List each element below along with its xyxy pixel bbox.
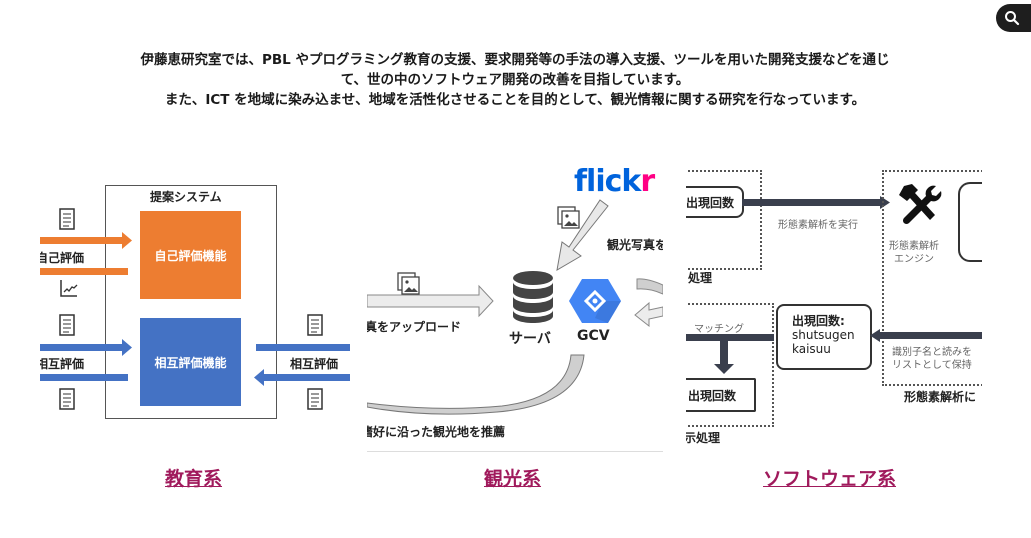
self-eval-function-label: 自己評価機能	[154, 248, 227, 263]
photo-label: 観光写真を	[607, 238, 663, 252]
run-analysis-label: 形態素解析を実行	[778, 220, 858, 231]
extraction-group-frame	[686, 170, 762, 270]
mutual-eval-arrow-in	[40, 344, 122, 351]
intro-line-2: て、世の中のソフトウェア開発の改善を目指しています。	[340, 72, 690, 88]
category-link-education[interactable]: 教育系	[165, 468, 223, 490]
self-eval-arrow-in	[40, 237, 122, 244]
keep-list-label: 識別子名と読みを リストとして保持	[892, 347, 972, 371]
count-box-top: 出現回数	[686, 186, 744, 218]
photo-icon	[397, 272, 420, 295]
intro-line-1: 伊藤恵研究室では、PBL やプログラミング教育の支援、要求開発等の手法の導入支援…	[140, 52, 890, 68]
analysis-group-frame	[882, 170, 982, 386]
self-eval-function-box: 自己評価機能	[140, 211, 241, 299]
arrowhead-icon	[122, 232, 132, 249]
education-diagram: 提案システム 自己評価機能 相互評価機能 自己評価 相互評価 相互評価	[40, 160, 350, 455]
category-link-software[interactable]: ソフトウェア系	[763, 468, 897, 490]
mutual-eval-arrows-right	[254, 344, 350, 386]
display-process-label: 示処理	[686, 431, 721, 445]
server-label: サーバ	[509, 331, 551, 347]
mutual-eval-arrow-right-in	[264, 374, 350, 381]
system-frame	[105, 185, 277, 419]
mutual-eval-function-label: 相互評価機能	[154, 355, 227, 370]
recommend-arc	[367, 354, 585, 415]
photo-icon	[557, 206, 580, 229]
checklist-icon	[307, 314, 323, 336]
arrowhead-icon	[254, 369, 264, 386]
count-variable-box: 出現回数: shutsugen kaisuu	[776, 304, 872, 370]
gcv-label: GCV	[577, 328, 610, 344]
gcv-return-arc	[636, 278, 663, 295]
chart-line-icon	[60, 280, 78, 297]
matching-arrow	[686, 334, 774, 374]
checklist-icon	[307, 388, 323, 410]
category-link-tourism[interactable]: 観光系	[484, 468, 542, 490]
gcv-to-server-arrow	[634, 301, 663, 328]
gcv-icon	[569, 279, 621, 323]
engine-label: 形態素解析 エンジン	[889, 241, 939, 265]
display-group-frame	[686, 303, 774, 427]
run-analysis-arrow	[742, 196, 890, 209]
count-box-bottom: 出現回数	[686, 378, 756, 412]
checklist-icon	[59, 314, 75, 336]
divider	[367, 451, 663, 452]
dictionary-box	[958, 182, 982, 262]
upload-label: 写真をアップロード	[367, 320, 462, 334]
search-button[interactable]	[996, 4, 1031, 32]
mutual-eval-label-left: 相互評価	[40, 357, 85, 371]
checklist-icon	[59, 388, 75, 410]
tourism-diagram: flickr 観光写真を 写真をアップロード サーバ GCV 嗜好に	[367, 160, 663, 455]
system-title: 提案システム	[150, 190, 222, 204]
checklist-icon	[59, 208, 75, 230]
intro-line-3: また、ICT を地域に染み込ませ、地域を活性化させることを目的として、観光情報に…	[164, 92, 866, 108]
recommend-label: 嗜好に沿った観光地を推薦	[367, 425, 506, 439]
search-icon	[1005, 11, 1020, 26]
arrowhead-icon	[714, 364, 734, 374]
matching-label: マッチング	[694, 324, 744, 335]
flickr-logo: flickr	[574, 164, 655, 199]
flickr-to-server-arrow	[556, 199, 609, 271]
intro-text: 伊藤恵研究室では、PBL やプログラミング教育の支援、要求開発等の手法の導入支援…	[40, 50, 990, 110]
self-eval-arrow-out	[40, 268, 128, 275]
mutual-eval-arrow-out	[40, 374, 128, 381]
self-eval-arrows	[40, 232, 132, 275]
mutual-eval-arrow-right-out	[256, 344, 350, 351]
tools-icon	[899, 184, 942, 225]
process-label-top: 処理	[688, 271, 713, 285]
database-server-icon	[513, 271, 553, 323]
mutual-eval-arrows-left	[40, 339, 132, 381]
software-diagram: 出現回数 処理 形態素解析を実行 形態素解析 エンジン マッチング 出現回数 示…	[686, 160, 982, 455]
flickr-logo-flick: flick	[574, 164, 641, 199]
self-eval-label: 自己評価	[40, 251, 85, 265]
tourism-arrows	[367, 199, 663, 415]
arrowhead-icon	[122, 339, 132, 356]
arrowhead-icon	[870, 329, 880, 342]
upload-arrow	[367, 284, 494, 318]
mutual-eval-label-right: 相互評価	[290, 357, 339, 371]
keep-list-arrow	[870, 329, 982, 342]
analysis-group-label: 形態素解析に	[904, 390, 977, 404]
flickr-logo-r: r	[640, 164, 655, 199]
mutual-eval-function-box: 相互評価機能	[140, 318, 241, 406]
